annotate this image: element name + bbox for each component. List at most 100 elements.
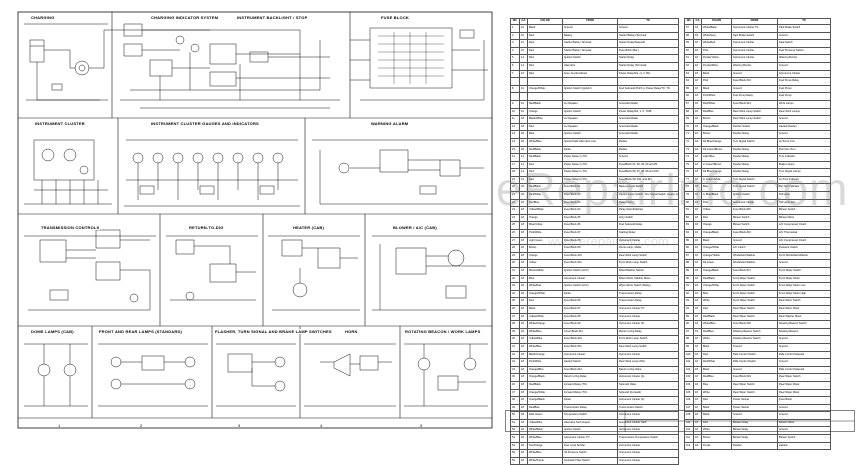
cell-to: Wiper Motor Switch (Relay) <box>617 282 679 291</box>
cell-from: Ground <box>731 69 778 79</box>
cell-to: Ride Control Solenoid <box>777 350 831 360</box>
cell-from: Hydraulic Filter Switch <box>562 456 618 465</box>
cell-color: Blue <box>701 380 732 390</box>
cell-to: Starting Relay <box>617 229 679 238</box>
cell-color: Orange/Black <box>701 229 732 238</box>
cell-no: 41 <box>510 342 520 352</box>
cell-ga: 18 <box>693 441 702 451</box>
cell-ga: 18 <box>519 191 528 200</box>
cell-color: White/Purple <box>527 456 563 465</box>
cell-from: Ignition Switch (ACC) <box>562 267 618 276</box>
wiring-diagram-sheet: CHARGING CHARGING INDICATOR SYSTEM INSTR… <box>17 11 855 465</box>
cell-no: 14 <box>510 137 520 147</box>
cell-ga: 18 <box>693 115 702 124</box>
cell-from: Turn Signal Switch <box>731 137 778 147</box>
cell-ga <box>519 77 528 86</box>
cell-color: Yellow/White <box>527 312 563 322</box>
cell-to: Ground <box>777 61 831 71</box>
cell-ga: 18 <box>519 122 528 132</box>
cell-no: 101 <box>684 358 694 367</box>
title-block <box>505 410 855 432</box>
cell-no: 88 <box>684 259 694 268</box>
cell-ga: 18 <box>693 297 702 306</box>
cell-ga: 18 <box>519 145 528 155</box>
cell-to: Grounded Radio <box>617 130 679 139</box>
cell-to: Rear Wiper Switch <box>777 373 831 382</box>
cell-color: Lt Green/White <box>701 175 732 185</box>
cell-ga: 18 <box>519 449 528 458</box>
panel-title-instrument-stop: INSTRUMENT BACKLIGHT / STOP <box>236 15 309 20</box>
cell-color: Red <box>527 61 563 71</box>
cell-no: 86 <box>684 244 694 253</box>
cell-no: 18 <box>510 168 520 177</box>
cell-ga: 18 <box>693 191 702 200</box>
cell-no: 7 <box>510 69 520 79</box>
cell-to: Rear Work Lamps <box>777 107 831 117</box>
cell-to: Instrument Cluster TO <box>617 304 679 314</box>
cell-to: Front Windshield Washer <box>777 251 831 261</box>
cell-color: Pink/White <box>527 229 563 238</box>
cell-color: Pink <box>701 77 732 86</box>
cell-no: 37 <box>510 312 520 322</box>
cell-color: Lt Green/Brown <box>701 160 732 170</box>
cell-ga: 18 <box>693 335 702 344</box>
cell-ga: 10 <box>519 39 528 48</box>
cell-ga: 18 <box>519 274 528 284</box>
cell-ga: 18 <box>693 145 702 155</box>
cell-no: 5 <box>510 54 520 63</box>
cell-color: Black <box>701 342 732 352</box>
cell-to: Starter Relay (Terminal) <box>617 61 679 71</box>
cell-no: 102 <box>684 365 694 375</box>
cell-from: A/C Clutch <box>731 244 778 253</box>
cell-to <box>617 92 679 101</box>
cell-no: 11 <box>510 115 520 124</box>
cell-from: Fuse Block #2 <box>562 191 618 200</box>
cell-color: Tan/Blue <box>527 198 563 208</box>
cell-from: Starter Battery Terminal <box>562 46 618 56</box>
cell-color: White/Blue <box>527 137 563 147</box>
cell-to: Rear Wiper Motor <box>777 380 831 390</box>
page-number: 5 <box>420 423 423 428</box>
cell-from: Cover Block #11 <box>562 327 618 337</box>
cell-color: Yellow <box>701 206 732 215</box>
cell-color: Orange/Black <box>701 267 732 276</box>
cell-from: Front Wiper Switch <box>731 282 778 291</box>
cell-color: Brown <box>701 130 732 139</box>
cell-no: 20 <box>510 183 520 193</box>
cell-to: Fuel Solenoid (Pull In), Power Relay/TO,… <box>617 84 679 94</box>
cell-color: White <box>701 388 732 398</box>
cell-from: Return to Dig Relay <box>562 373 618 382</box>
cell-no: 19 <box>510 175 520 185</box>
cell-ga: 18 <box>693 244 702 253</box>
cell-ga: 18 <box>693 304 702 314</box>
cell-no: 82 <box>684 213 694 223</box>
cell-no: 15 <box>510 145 520 155</box>
cell-no: 70 <box>684 122 694 132</box>
cell-no: 46 <box>510 380 520 390</box>
cell-no: 23 <box>510 206 520 215</box>
cell-from: Ground <box>731 84 778 94</box>
cell-color: Light Green <box>527 236 563 246</box>
cell-to: Tail Lamp <box>777 191 831 200</box>
cell-to: Instrument Cluster <box>617 449 679 458</box>
cell-to: Front Wiper Motor Low <box>777 282 831 291</box>
cell-to: Rear Washer Motor <box>777 312 831 322</box>
cell-color: Red/Black <box>527 153 563 162</box>
cell-from: Turn Signal Switch <box>731 183 778 193</box>
